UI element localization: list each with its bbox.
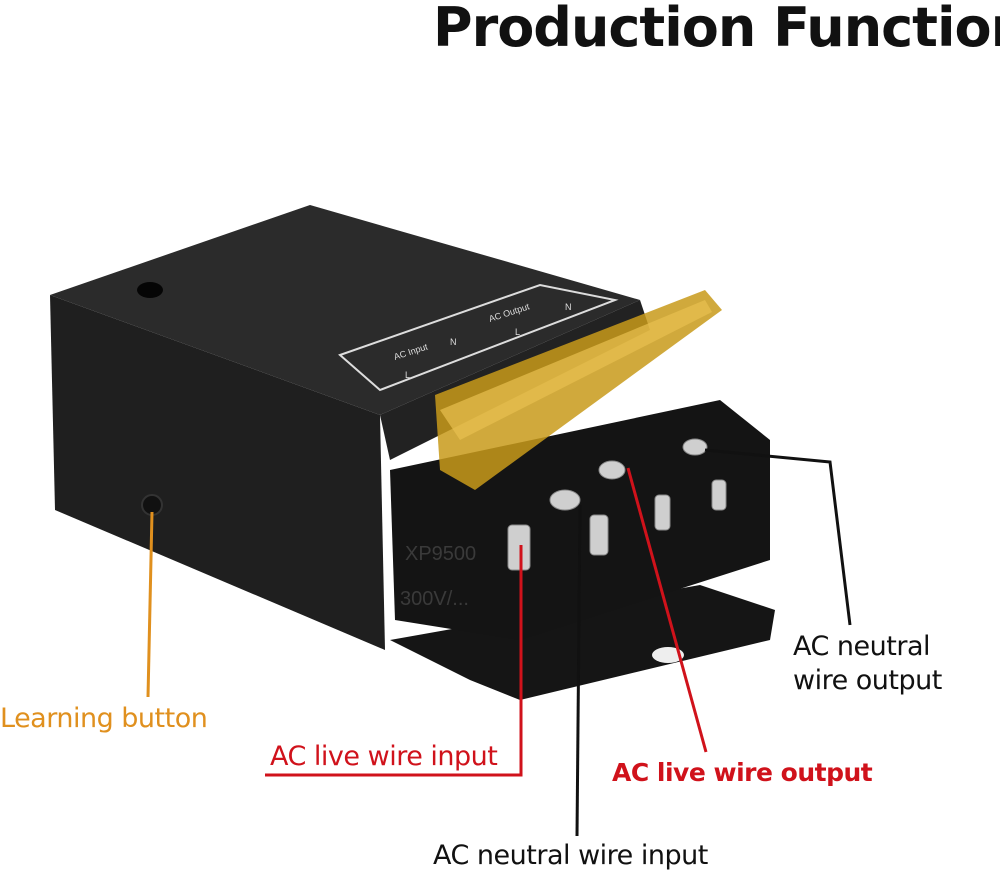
mounting-hole [652,647,684,663]
ac-neutral-output-label-line2: wire output [793,665,942,696]
terminal-rating-marking: 300V/... [400,588,469,610]
body-top-face [50,205,640,415]
ac-live-input-label: AC live wire input [270,741,498,772]
ac-live-output-label: AC live wire output [612,758,873,787]
neutral-output-leader [704,448,852,626]
live-input-leader [265,545,523,777]
body-front-face [50,295,385,650]
learning-button-leader [146,511,154,698]
label-l2: L [515,327,520,337]
page-title: Production Function [433,0,1000,59]
live-output-leader [626,467,708,753]
label-l: L [405,370,410,380]
label-n2: N [565,302,572,312]
learning-button-label: Learning button [0,703,208,734]
top-hole [137,282,163,298]
label-box [338,283,619,392]
label-n: N [450,337,457,347]
ac-neutral-output-label-line1: AC neutral [793,631,931,662]
ac-neutral-input-label: AC neutral wire input [433,840,708,871]
neutral-input-leader [575,504,582,837]
terminal-model-marking: XP9500 [405,543,476,565]
terminal-screws [507,438,727,571]
mounting-base [390,585,775,700]
